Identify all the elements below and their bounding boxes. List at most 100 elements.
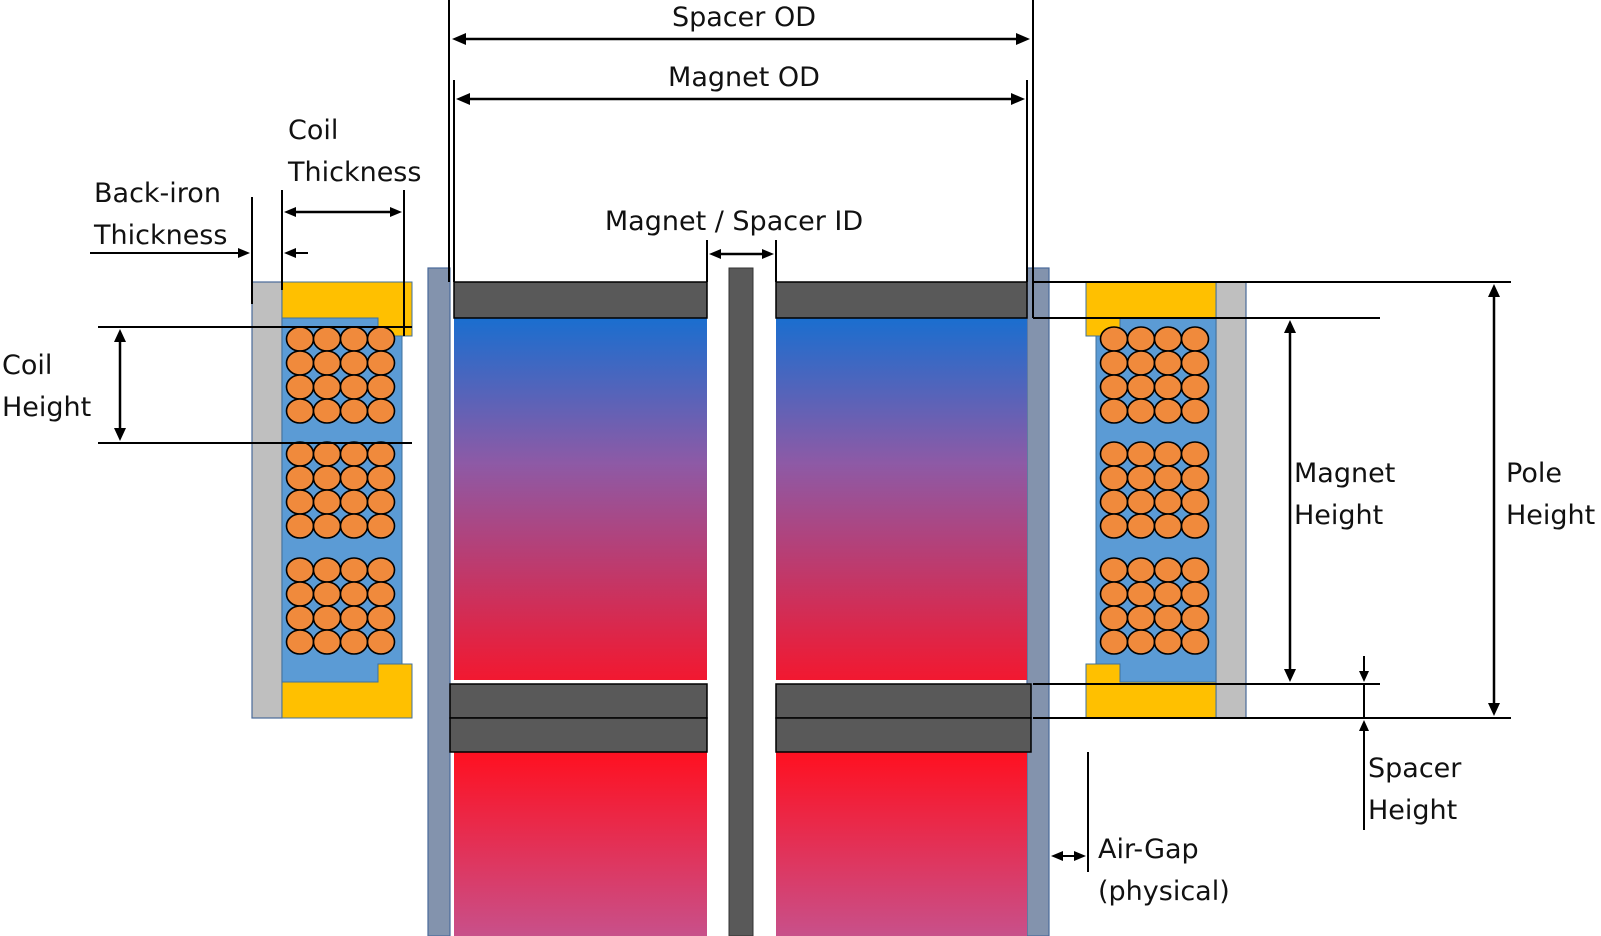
wire-left-0	[339, 326, 369, 352]
wire-right-0	[1153, 374, 1183, 400]
wire-left-1	[339, 465, 369, 491]
wire-right-2	[1099, 629, 1129, 655]
label-coil-height-line2: Height	[2, 392, 91, 423]
wire-left-0	[339, 350, 369, 376]
wire-left-1	[285, 441, 315, 467]
spacer-top-left	[453, 281, 708, 319]
back-iron-left	[251, 281, 283, 719]
wire-left-1	[285, 513, 315, 539]
magnet-upper-left	[454, 318, 707, 680]
wire-right-2	[1126, 629, 1156, 655]
wire-left-1	[285, 489, 315, 515]
wire-right-0	[1126, 350, 1156, 376]
wire-right-0	[1126, 398, 1156, 424]
wire-right-2	[1180, 629, 1210, 655]
label-air-gap-line2: (physical)	[1098, 876, 1230, 907]
wire-right-1	[1180, 513, 1210, 539]
label-magnet-od: Magnet OD	[668, 62, 820, 93]
wire-right-1	[1099, 465, 1129, 491]
wire-left-0	[312, 350, 342, 376]
label-coil-height-line1: Coil	[2, 350, 52, 381]
wire-right-1	[1126, 465, 1156, 491]
wire-right-2	[1180, 605, 1210, 631]
dimension-lines	[90, 0, 1511, 872]
wire-right-2	[1126, 581, 1156, 607]
wire-left-0	[339, 374, 369, 400]
spacer-mid-left-2	[449, 717, 708, 753]
wire-right-2	[1180, 557, 1210, 583]
wire-right-0	[1099, 398, 1129, 424]
label-back-iron-line1: Back-iron	[94, 178, 221, 209]
wire-left-1	[312, 489, 342, 515]
wire-left-2	[339, 629, 369, 655]
wire-right-0	[1099, 374, 1129, 400]
wire-right-2	[1180, 581, 1210, 607]
wire-left-1	[339, 513, 369, 539]
wire-left-2	[339, 581, 369, 607]
magnet-lower-left	[454, 752, 707, 936]
wire-right-2	[1153, 557, 1183, 583]
wire-left-1	[366, 513, 396, 539]
wire-right-0	[1180, 326, 1210, 352]
wire-right-1	[1126, 489, 1156, 515]
wire-left-1	[366, 489, 396, 515]
back-iron-right	[1215, 281, 1247, 719]
label-pole-height-line1: Pole	[1506, 458, 1562, 489]
wire-right-2	[1153, 605, 1183, 631]
wire-right-1	[1180, 441, 1210, 467]
wire-right-1	[1153, 489, 1183, 515]
wire-left-2	[285, 581, 315, 607]
wire-left-2	[366, 629, 396, 655]
wire-right-2	[1153, 629, 1183, 655]
label-magnet-height-line2: Height	[1294, 500, 1383, 531]
tube-wall-left	[427, 267, 451, 936]
wire-left-2	[312, 629, 342, 655]
wire-right-0	[1180, 398, 1210, 424]
wire-right-1	[1180, 465, 1210, 491]
wire-right-2	[1099, 605, 1129, 631]
wire-left-2	[285, 557, 315, 583]
wire-right-1	[1099, 489, 1129, 515]
wire-right-0	[1126, 374, 1156, 400]
wire-right-0	[1153, 398, 1183, 424]
wire-right-2	[1126, 557, 1156, 583]
label-coil-thickness-line1: Coil	[288, 115, 338, 146]
wire-left-1	[285, 465, 315, 491]
wire-right-2	[1126, 605, 1156, 631]
wire-right-0	[1180, 350, 1210, 376]
wire-left-0	[366, 374, 396, 400]
wire-left-2	[339, 557, 369, 583]
wire-right-0	[1126, 326, 1156, 352]
label-back-iron-line2: Thickness	[93, 220, 227, 251]
label-coil-thickness-line2: Thickness	[287, 157, 421, 188]
wire-left-0	[312, 398, 342, 424]
magnet-upper-right	[776, 318, 1027, 680]
spacer-top-right	[775, 281, 1028, 319]
wire-right-1	[1126, 441, 1156, 467]
wire-left-2	[366, 557, 396, 583]
wire-left-1	[312, 441, 342, 467]
wire-right-0	[1099, 350, 1129, 376]
wire-left-2	[312, 605, 342, 631]
label-magnet-spacer-id: Magnet / Spacer ID	[605, 206, 863, 237]
wire-left-2	[285, 605, 315, 631]
coil-windings	[285, 326, 1210, 655]
wire-right-0	[1180, 374, 1210, 400]
wire-left-0	[285, 374, 315, 400]
wire-right-2	[1099, 581, 1129, 607]
label-air-gap-line1: Air-Gap	[1098, 834, 1199, 865]
wire-left-1	[312, 465, 342, 491]
label-spacer-height-line2: Height	[1368, 795, 1457, 826]
wire-left-0	[285, 326, 315, 352]
wire-left-2	[339, 605, 369, 631]
wire-left-1	[312, 513, 342, 539]
wire-right-0	[1153, 326, 1183, 352]
wire-left-2	[366, 605, 396, 631]
wire-left-0	[312, 326, 342, 352]
wire-right-1	[1153, 513, 1183, 539]
wire-right-1	[1153, 441, 1183, 467]
wire-left-0	[339, 398, 369, 424]
wire-right-1	[1126, 513, 1156, 539]
magnet-lower-right	[776, 752, 1027, 936]
wire-left-0	[285, 350, 315, 376]
